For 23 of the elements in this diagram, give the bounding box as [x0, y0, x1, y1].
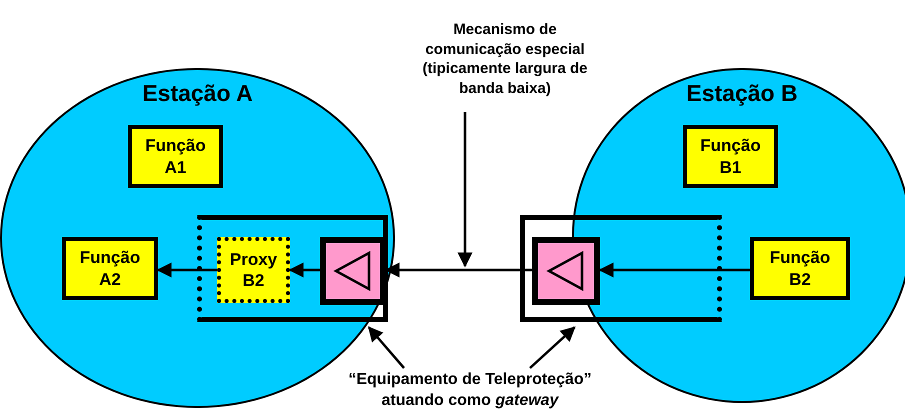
device-box	[532, 237, 600, 305]
proxy-box	[217, 237, 290, 303]
arrow	[598, 262, 750, 278]
arrow	[368, 326, 405, 369]
node-label: Função A1	[144, 135, 207, 178]
arrow	[458, 112, 472, 268]
node-label: Proxy B2	[228, 248, 278, 292]
annotation-text: Mecanismo de comunicação especial (tipicamente largura de banda baixa)	[421, 20, 589, 98]
function-box	[128, 125, 223, 188]
node-label: Função B2	[768, 247, 832, 290]
function-box	[62, 237, 158, 300]
arrow	[156, 262, 217, 278]
arrow	[529, 326, 576, 369]
node-label: Função B1	[699, 135, 762, 178]
device-box	[320, 237, 386, 305]
node-label: Função A2	[78, 247, 142, 290]
function-box	[750, 237, 850, 300]
callout-text: “Equipamento de Teleproteção” atuando como gateway	[347, 370, 593, 411]
gateway-frame	[520, 215, 722, 322]
function-box	[683, 125, 778, 188]
station-title: Estação A	[141, 80, 254, 107]
arrow	[288, 262, 320, 278]
station-title: Estação B	[685, 80, 799, 107]
